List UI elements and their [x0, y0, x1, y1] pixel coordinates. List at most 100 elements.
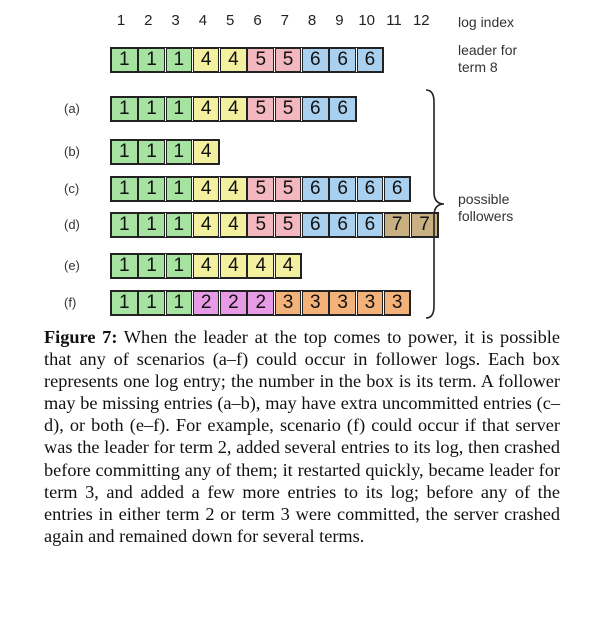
log-entry: 4	[192, 177, 220, 201]
log-entry: 4	[192, 254, 220, 278]
log-entry: 6	[383, 177, 411, 201]
follower-label: (c)	[64, 181, 80, 196]
log-entry: 6	[302, 48, 329, 72]
log-entry: 5	[274, 97, 302, 121]
log-index-number: 2	[144, 12, 153, 29]
log-index-number: 3	[171, 12, 180, 29]
log-entry: 2	[192, 291, 220, 315]
caption-text: When the leader at the top comes to powe…	[44, 327, 560, 546]
followers-label: possible followers	[458, 191, 513, 225]
leader-label-line2: term 8	[458, 59, 498, 75]
log-entry: 1	[138, 48, 165, 72]
log-entry: 1	[165, 291, 193, 315]
log-entry: 1	[138, 140, 165, 164]
log-index-number: 11	[386, 12, 402, 29]
log-entry: 1	[111, 140, 138, 164]
log-entry: 3	[302, 291, 329, 315]
log-index-number: 7	[280, 12, 289, 29]
log-entry: 4	[220, 97, 247, 121]
log-entry: 4	[220, 213, 247, 237]
log-entry: 5	[274, 213, 302, 237]
log-entry: 4	[192, 48, 220, 72]
log-entry: 6	[329, 213, 356, 237]
log-entry: 5	[247, 97, 274, 121]
log-entry: 1	[111, 254, 138, 278]
log-entry: 4	[192, 213, 220, 237]
log-index-number: 8	[307, 12, 317, 29]
log-index-number: 9	[335, 12, 344, 29]
log-entry: 1	[111, 97, 138, 121]
log-entry: 2	[247, 291, 274, 315]
log-entry: 2	[220, 291, 247, 315]
followers-label-line1: possible	[458, 191, 510, 207]
follower-label: (a)	[64, 101, 80, 116]
log-index-number: 10	[358, 12, 376, 29]
log-entry: 1	[111, 213, 138, 237]
follower-label: (d)	[64, 217, 80, 232]
log-entry: 1	[138, 254, 165, 278]
log-entry: 3	[329, 291, 356, 315]
log-entry: 4	[192, 140, 220, 164]
log-entry: 4	[192, 97, 220, 121]
log-entry: 1	[138, 97, 165, 121]
follower-label: (e)	[64, 258, 80, 273]
log-entry: 1	[138, 177, 165, 201]
log-entry: 6	[329, 48, 356, 72]
follower-label: (b)	[64, 144, 80, 159]
log-entry: 5	[247, 177, 274, 201]
log-entry: 3	[274, 291, 302, 315]
log-entry: 1	[165, 48, 193, 72]
figure-caption: Figure 7: When the leader at the top com…	[44, 326, 560, 547]
log-entry: 6	[302, 177, 329, 201]
log-entry: 1	[138, 291, 165, 315]
log-entry: 4	[247, 254, 274, 278]
log-entry: 5	[247, 48, 274, 72]
log-entry: 6	[356, 213, 384, 237]
log-entry: 7	[383, 213, 411, 237]
log-index-number: 4	[198, 12, 208, 29]
log-entry: 1	[138, 213, 165, 237]
log-entry: 1	[165, 177, 193, 201]
log-entry: 5	[247, 213, 274, 237]
log-entry: 3	[356, 291, 384, 315]
log-entry: 1	[165, 97, 193, 121]
log-entry: 6	[356, 48, 384, 72]
log-entry: 5	[274, 48, 302, 72]
log-entry: 1	[165, 213, 193, 237]
followers-label-line2: followers	[458, 208, 514, 224]
log-index-number: 12	[412, 12, 430, 29]
log-entry: 6	[356, 177, 384, 201]
log-index-number: 1	[116, 12, 126, 29]
log-entry: 6	[302, 213, 329, 237]
leader-label: leader for term 8	[458, 42, 517, 76]
log-entry: 4	[220, 177, 247, 201]
follower-label: (f)	[64, 295, 77, 310]
log-entry: 1	[111, 48, 138, 72]
log-entry: 6	[302, 97, 329, 121]
caption-label: Figure 7:	[44, 327, 118, 347]
log-entry: 1	[165, 254, 193, 278]
log-entry: 1	[165, 140, 193, 164]
log-index-number: 5	[226, 12, 235, 29]
log-entry: 5	[274, 177, 302, 201]
log-entry: 4	[274, 254, 302, 278]
log-entry: 3	[383, 291, 411, 315]
log-entry: 4	[220, 254, 247, 278]
log-index-label: log index	[458, 14, 515, 30]
log-entry: 6	[329, 177, 356, 201]
followers-brace	[425, 89, 445, 319]
log-entry: 4	[220, 48, 247, 72]
log-entry: 1	[111, 291, 138, 315]
log-index-number: 6	[253, 12, 262, 29]
leader-label-line1: leader for	[458, 42, 518, 58]
log-entry: 1	[111, 177, 138, 201]
log-entry: 6	[329, 97, 356, 121]
